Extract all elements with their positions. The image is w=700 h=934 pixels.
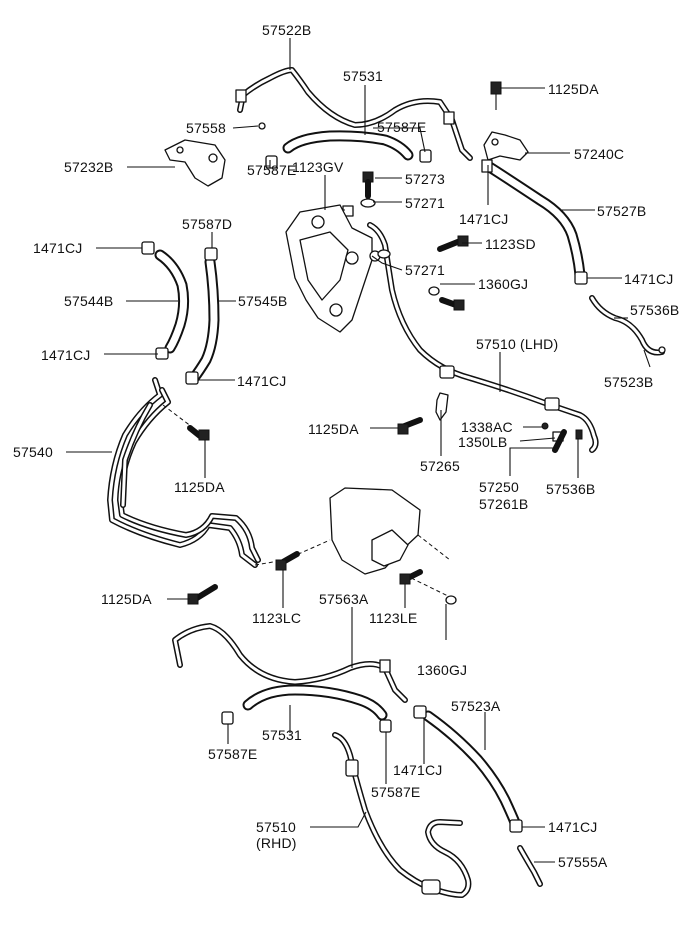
label-57531-upper: 57531: [343, 68, 383, 84]
label-57563A: 57563A: [319, 591, 369, 607]
label-1471CJ-bottom-b: 1471CJ: [548, 819, 598, 835]
label-57536B-b: 57536B: [546, 481, 596, 497]
bolt-57558: [258, 122, 266, 130]
label-1360GJ-b: 1360GJ: [417, 662, 468, 678]
label-57587E-c: 57587E: [208, 746, 258, 762]
label-57558: 57558: [186, 120, 226, 136]
label-57232B: 57232B: [64, 159, 114, 175]
bolt-1125DA-bottom-left: [187, 584, 218, 605]
label-57250: 57250: [479, 479, 519, 495]
clamp-57587E-a: [265, 155, 278, 169]
label-57523A: 57523A: [451, 698, 501, 714]
label-1471CJ-mid: 1471CJ: [237, 373, 287, 389]
bracket-center: [329, 487, 421, 575]
clamp-1471CJ-f: [413, 705, 427, 719]
clamp-57587D: [204, 247, 218, 261]
bracket-57232B: [164, 139, 226, 187]
label-57510-RHD-qualifier: (RHD): [256, 835, 297, 851]
hose-57545B: [188, 256, 220, 384]
label-57273: 57273: [405, 171, 445, 187]
label-1123LC: 1123LC: [252, 610, 302, 626]
label-1360GJ-a: 1360GJ: [478, 276, 529, 292]
washer-57271-a: [360, 198, 376, 208]
bolt-1123LE: [399, 569, 423, 585]
hose-57531-lower: [242, 684, 388, 721]
pump-bracket: [285, 204, 373, 333]
label-57522B: 57522B: [262, 22, 312, 38]
bolt-1125DA-top: [490, 81, 502, 110]
label-1350LB: 1350LB: [458, 434, 508, 450]
clamp-1471CJ-a: [141, 241, 155, 255]
label-57587E-b: 57587E: [247, 162, 297, 178]
washer-57271-b: [377, 249, 391, 259]
clamp-57587E-c: [221, 711, 234, 725]
clamp-57587E-b: [419, 149, 432, 163]
label-57265: 57265: [420, 458, 460, 474]
hose-57531-upper: [282, 130, 414, 161]
bolt-1125DA-mid: [397, 417, 423, 435]
label-1125DA-left: 1125DA: [174, 479, 225, 495]
bolt-57250: [552, 429, 567, 453]
label-57523B: 57523B: [604, 374, 654, 390]
bolt-57273: [362, 171, 374, 199]
hose-57523A: [422, 710, 522, 831]
label-57536B-a: 57536B: [630, 302, 680, 318]
label-1123SD: 1123SD: [485, 236, 536, 252]
label-57240C: 57240C: [574, 146, 625, 162]
label-1471CJ-bottom-a: 1471CJ: [393, 762, 443, 778]
label-1471CJ-top: 1471CJ: [459, 211, 509, 227]
washer-1360GJ-b: [445, 595, 457, 605]
label-1125DA-bottom: 1125DA: [101, 591, 152, 607]
label-57510-RHD: 57510: [256, 819, 296, 835]
cooler-lines-57540: [107, 377, 261, 568]
clamp-1471CJ-c: [185, 371, 199, 385]
label-57271-a: 57271: [405, 195, 445, 211]
label-1338AC: 1338AC: [461, 419, 513, 435]
bolt-1125DA-left: [187, 425, 210, 441]
leader-dashed-1123LC: [254, 559, 286, 566]
label-1125DA-mid: 1125DA: [308, 421, 359, 437]
label-57587D: 57587D: [182, 216, 233, 232]
bolt-1123SD: [437, 235, 469, 252]
clamp-1471CJ-g: [509, 819, 523, 833]
leader-dashed-center-b: [417, 534, 451, 561]
clip-57536B-b: [575, 429, 583, 440]
hose-57510-RHD: [332, 732, 472, 898]
label-1471CJ-left-a: 1471CJ: [33, 240, 83, 256]
label-57587E-a: 57587E: [377, 119, 427, 135]
label-57545B: 57545B: [238, 293, 288, 309]
clip-57265: [435, 392, 449, 421]
label-1125DA-top: 1125DA: [548, 81, 599, 97]
label-1471CJ-left-b: 1471CJ: [41, 347, 91, 363]
pipe-57563A: [172, 623, 408, 703]
label-1123GV: 1123GV: [292, 159, 344, 175]
bolt-1123LC: [275, 551, 300, 571]
clamp-57587E-d: [379, 719, 392, 733]
bracket-57240C: [483, 131, 529, 161]
pipe-57523B: [589, 295, 666, 356]
label-57527B: 57527B: [597, 203, 647, 219]
label-57510-LHD: 57510 (LHD): [476, 336, 559, 352]
hose-57510-LHD: [367, 222, 599, 453]
pipe-57555A: [517, 845, 543, 887]
label-57540: 57540: [13, 444, 53, 460]
label-57587E-d: 57587E: [371, 784, 421, 800]
label-57544B: 57544B: [64, 293, 114, 309]
washer-1360GJ-a: [428, 286, 440, 296]
label-57531-lower: 57531: [262, 727, 302, 743]
leader-lines: [66, 38, 651, 863]
label-1471CJ-right: 1471CJ: [624, 271, 674, 287]
label-1123LE: 1123LE: [369, 610, 418, 626]
hose-57527B: [481, 159, 588, 285]
label-57261B: 57261B: [479, 496, 529, 512]
label-57555A: 57555A: [558, 854, 608, 870]
pipe-57522B: [235, 67, 473, 161]
hose-57544B: [154, 249, 190, 354]
nut-1338AC: [541, 422, 549, 430]
bolt-1360GJ-a: [439, 297, 465, 311]
label-57271-b: 57271: [405, 262, 445, 278]
